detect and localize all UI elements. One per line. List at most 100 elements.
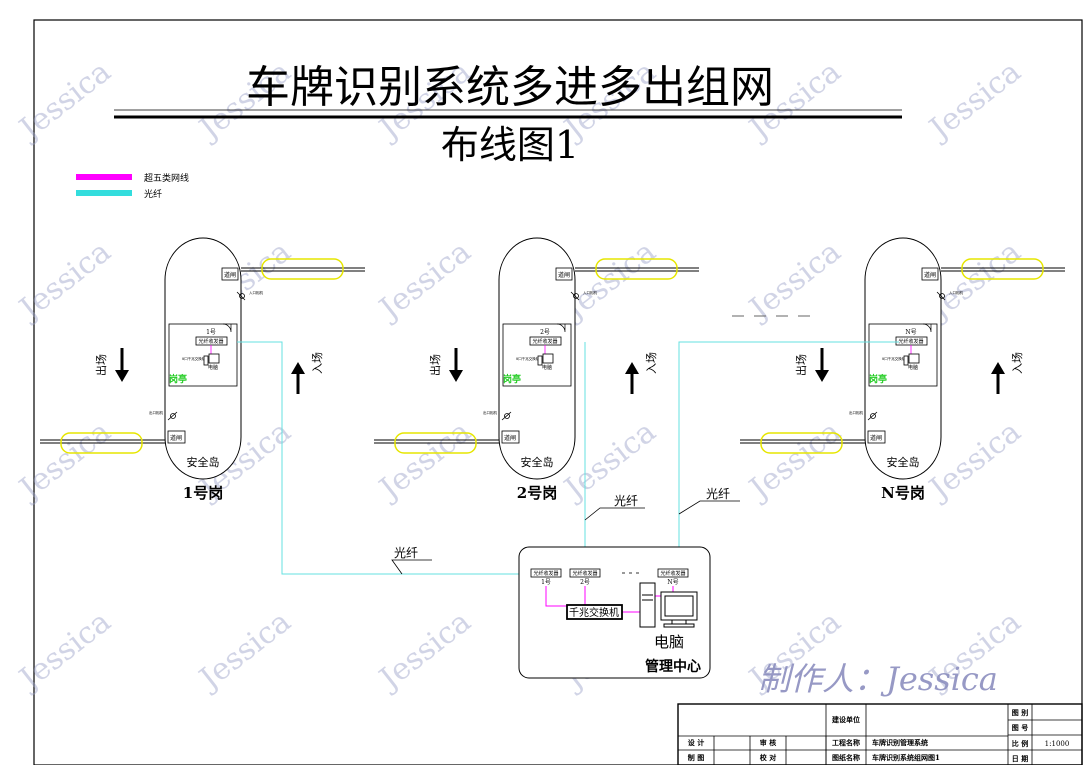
- exit-vehicle-loop: [60, 432, 143, 454]
- tb-scale-label: 比 例: [1012, 739, 1028, 748]
- watermark-text: Jessica: [371, 234, 478, 328]
- booth-switch-label: 8口千兆交换机: [182, 356, 206, 361]
- island-label: 安全岛: [887, 455, 920, 469]
- booth-pc-label: 电脑: [908, 364, 918, 371]
- watermark-text: Jessica: [921, 54, 1028, 148]
- booth-number: 1号: [206, 329, 216, 336]
- entry-gate-box: [921, 267, 939, 281]
- station-2: 道闸入口相机道闸出口相机2号光纤收发器8口千兆交换机电脑岗亭安全岛2号岗出场入场: [374, 237, 699, 502]
- booth-box: [168, 323, 238, 387]
- station-name: 2号岗: [517, 484, 557, 502]
- entry-camera-icon: [236, 291, 246, 301]
- tb-category-label: 图 别: [1012, 708, 1028, 717]
- enter-direction-label: 入场: [644, 352, 658, 374]
- exit-camera-icon: [867, 411, 878, 421]
- enter-arrow-head: [991, 362, 1005, 374]
- booth-switch-label: 8口千兆交换机: [516, 356, 540, 361]
- tb-number-label: 图 号: [1012, 723, 1028, 732]
- entry-gate-box: [555, 267, 573, 281]
- exit-camera-icon: [170, 413, 176, 419]
- enter-direction-label: 入场: [310, 352, 324, 374]
- entry-camera-icon: [573, 293, 579, 299]
- booth-pc-icon: [908, 353, 920, 364]
- center-transceiver-2-num: 2号: [580, 579, 590, 586]
- booth-door: [922, 323, 932, 333]
- center-transceiver-1-box: [530, 568, 562, 578]
- title-line1: 车牌识别系统多进多出组网: [246, 62, 774, 113]
- center-transceiver-1-label: 光纤收发器: [533, 570, 558, 577]
- booth-switch-label: 8口千兆交换机: [882, 356, 906, 361]
- center-transceiver-2-label: 光纤收发器: [572, 570, 597, 577]
- watermark-text: Jessica: [741, 414, 848, 508]
- exit-camera-label: 出口相机: [483, 410, 497, 415]
- center-transceiver-1-num: 1号: [541, 579, 551, 586]
- legend-label-fiber: 光纤: [144, 188, 162, 200]
- exit-gate-label: 道闸: [504, 434, 516, 442]
- exit-gate-label: 道闸: [870, 434, 882, 442]
- booth-box: [868, 323, 938, 387]
- booth-transceiver-label: 光纤收发器: [898, 338, 923, 345]
- tb-build-unit-label: 建设单位: [832, 715, 860, 724]
- booth-door: [222, 323, 232, 333]
- entry-vehicle-loop: [961, 258, 1044, 280]
- fiber-label-n: 光纤: [706, 487, 730, 501]
- legend-label-cat5: 超五类网线: [144, 172, 189, 184]
- entry-camera-label: 入口相机: [249, 290, 263, 295]
- booth-transceiver-box: [195, 336, 228, 346]
- watermark-text: Jessica: [11, 414, 118, 508]
- entry-gate-box: [221, 267, 239, 281]
- island-label: 安全岛: [521, 455, 554, 469]
- tb-drawing-label: 图纸名称: [832, 753, 860, 762]
- watermark-text: Jessica: [11, 54, 118, 148]
- entry-camera-icon: [239, 293, 245, 299]
- exit-gate-box: [501, 430, 520, 444]
- booth-name: 岗亭: [869, 373, 887, 385]
- exit-direction-label: 出场: [94, 354, 108, 376]
- exit-gate-label: 道闸: [170, 434, 182, 442]
- tb-date-label: 日 期: [1012, 754, 1028, 763]
- exit-arrow-head: [815, 370, 829, 382]
- booth-number: 2号: [540, 329, 550, 336]
- tb-project-label: 工程名称: [832, 738, 860, 747]
- entry-gate-label: 道闸: [224, 271, 236, 279]
- enter-arrow-head: [291, 362, 305, 374]
- entry-camera-icon: [936, 291, 946, 301]
- legend-swatch-fiber: [76, 190, 132, 196]
- entry-camera-icon: [570, 291, 580, 301]
- center-transceiver-n-num: N号: [667, 579, 678, 586]
- booth-door: [556, 323, 566, 333]
- tb-project-value: 车牌识别管理系统: [872, 738, 928, 747]
- island-label: 安全岛: [187, 455, 220, 469]
- booth-pc-icon: [208, 353, 220, 364]
- watermark-text: Jessica: [11, 604, 118, 698]
- exit-vehicle-loop: [760, 432, 843, 454]
- fiber-run-n: [678, 341, 899, 571]
- exit-camera-icon: [167, 411, 178, 421]
- station-name: 1号岗: [183, 484, 223, 502]
- exit-direction-label: 出场: [794, 354, 808, 376]
- title-line2: 布线图1: [441, 123, 579, 167]
- watermark-text: Jessica: [371, 604, 478, 698]
- center-name: 管理中心: [645, 658, 701, 675]
- fiber-label-2: 光纤: [614, 494, 638, 508]
- tb-design-label: 设 计: [688, 738, 704, 747]
- booth-number: N号: [905, 329, 916, 336]
- exit-camera-label: 出口相机: [849, 410, 863, 415]
- booth-pc-label: 电脑: [208, 364, 218, 371]
- center-switch-label: 千兆交换机: [569, 606, 619, 619]
- booth-pc-label: 电脑: [542, 364, 552, 371]
- tb-scale-value: 1:1000: [1045, 740, 1070, 748]
- watermark-text: Jessica: [741, 234, 848, 328]
- center-pc-label: 电脑: [654, 633, 684, 651]
- legend: 超五类网线 光纤: [76, 172, 189, 200]
- exit-arrow-head: [115, 370, 129, 382]
- exit-camera-icon: [501, 411, 512, 421]
- station-3: 道闸入口相机道闸出口相机N号光纤收发器8口千兆交换机电脑岗亭安全岛N号岗出场入场: [740, 237, 1065, 502]
- booth-transceiver-box: [529, 336, 562, 346]
- exit-camera-icon: [870, 413, 876, 419]
- watermark-text: Jessica: [191, 604, 298, 698]
- entry-camera-label: 入口相机: [949, 290, 963, 295]
- entry-gate-label: 道闸: [924, 271, 936, 279]
- enter-arrow-head: [625, 362, 639, 374]
- booth-name: 岗亭: [503, 373, 521, 385]
